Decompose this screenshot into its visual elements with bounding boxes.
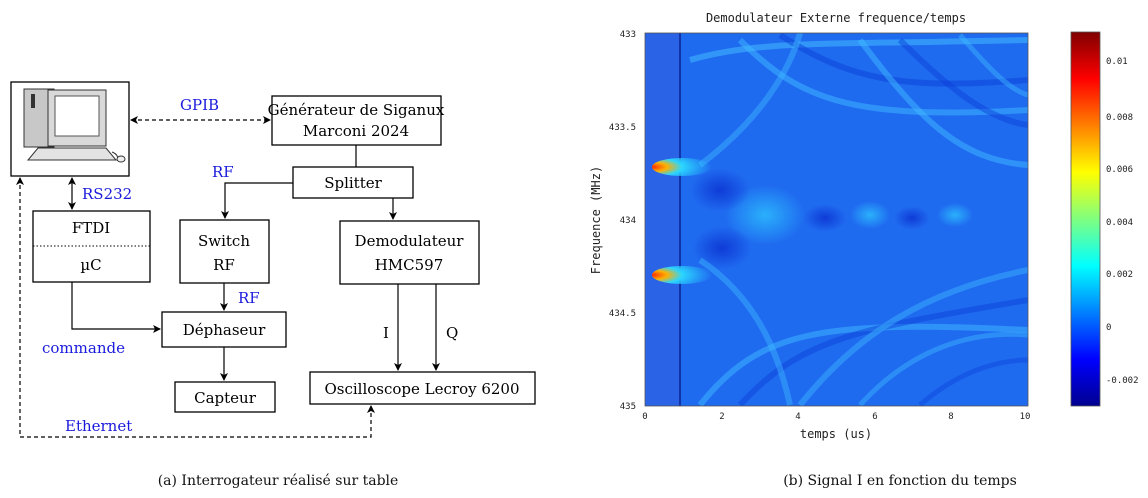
x-tick-3: 6 [872,412,877,422]
uc-label: µC [80,256,101,274]
generator-label-1: Générateur de Siganux [268,101,445,119]
demod-label-2: HMC597 [375,256,444,274]
cbar-tick-6: -0.002 [1106,376,1139,386]
q-label: Q [446,324,458,342]
x-tick-2: 4 [795,412,800,422]
dephaseur-label: Déphaseur [183,321,266,339]
x-axis-label: temps (us) [800,427,872,441]
y-tick-4: 435 [620,402,636,412]
cbar-tick-5: 0 [1106,323,1111,333]
diagram-caption: (a) Interrogateur réalisé sur table [158,473,399,489]
switch-label-2: RF [213,256,235,274]
peak-lower [652,266,712,284]
colorbar [1070,31,1101,407]
rf-bottom-label: RF [238,289,260,307]
cbar-tick-3: 0.004 [1106,218,1133,228]
block-diagram: Générateur de Siganux Marconi 2024 Split… [10,81,536,489]
cbar-tick-2: 0.006 [1106,165,1133,175]
computer-icon [23,88,126,163]
cbar-tick-4: 0.002 [1106,270,1133,280]
capteur-label: Capteur [194,389,257,407]
generator-label-2: Marconi 2024 [303,122,409,140]
plot-title: Demodulateur Externe frequence/temps [706,11,966,25]
x-tick-0: 0 [642,412,647,422]
ethernet-link [16,177,375,438]
plot-caption: (b) Signal I en fonction du temps [783,473,1017,489]
switch-label-1: Switch [198,232,250,250]
i-label: I [383,324,389,342]
heatmap-image [645,33,1028,406]
ftdi-label: FTDI [72,219,110,237]
splitter-label: Splitter [324,174,382,192]
y-axis-label: Frequence (MHz) [589,166,603,274]
y-tick-1: 433.5 [609,123,636,133]
y-tick-2: 434 [620,216,636,226]
splitter-switch-link [221,182,293,219]
peak-upper [652,158,712,176]
cbar-tick-1: 0.008 [1106,113,1133,123]
rs232-label: RS232 [82,185,132,203]
uc-dephaseur-link [71,282,161,333]
demodulator-box [339,220,480,285]
ethernet-label: Ethernet [65,417,132,435]
x-tick-4: 8 [948,412,953,422]
gpib-label: GPIB [180,96,219,114]
cbar-tick-0: 0.01 [1106,57,1128,67]
demod-label-1: Demodulateur [355,232,465,250]
y-tick-0: 433 [620,30,636,40]
x-tick-1: 2 [719,412,724,422]
commande-label: commande [42,339,125,357]
x-tick-5: 10 [1020,412,1031,422]
heatmap-figure: Demodulateur Externe frequence/temps [589,11,1139,489]
plot-frame [644,32,1029,407]
generator-box [271,95,442,146]
oscilloscope-label: Oscilloscope Lecroy 6200 [324,380,519,398]
rf-top-label: RF [212,163,234,181]
y-tick-3: 434.5 [609,309,636,319]
